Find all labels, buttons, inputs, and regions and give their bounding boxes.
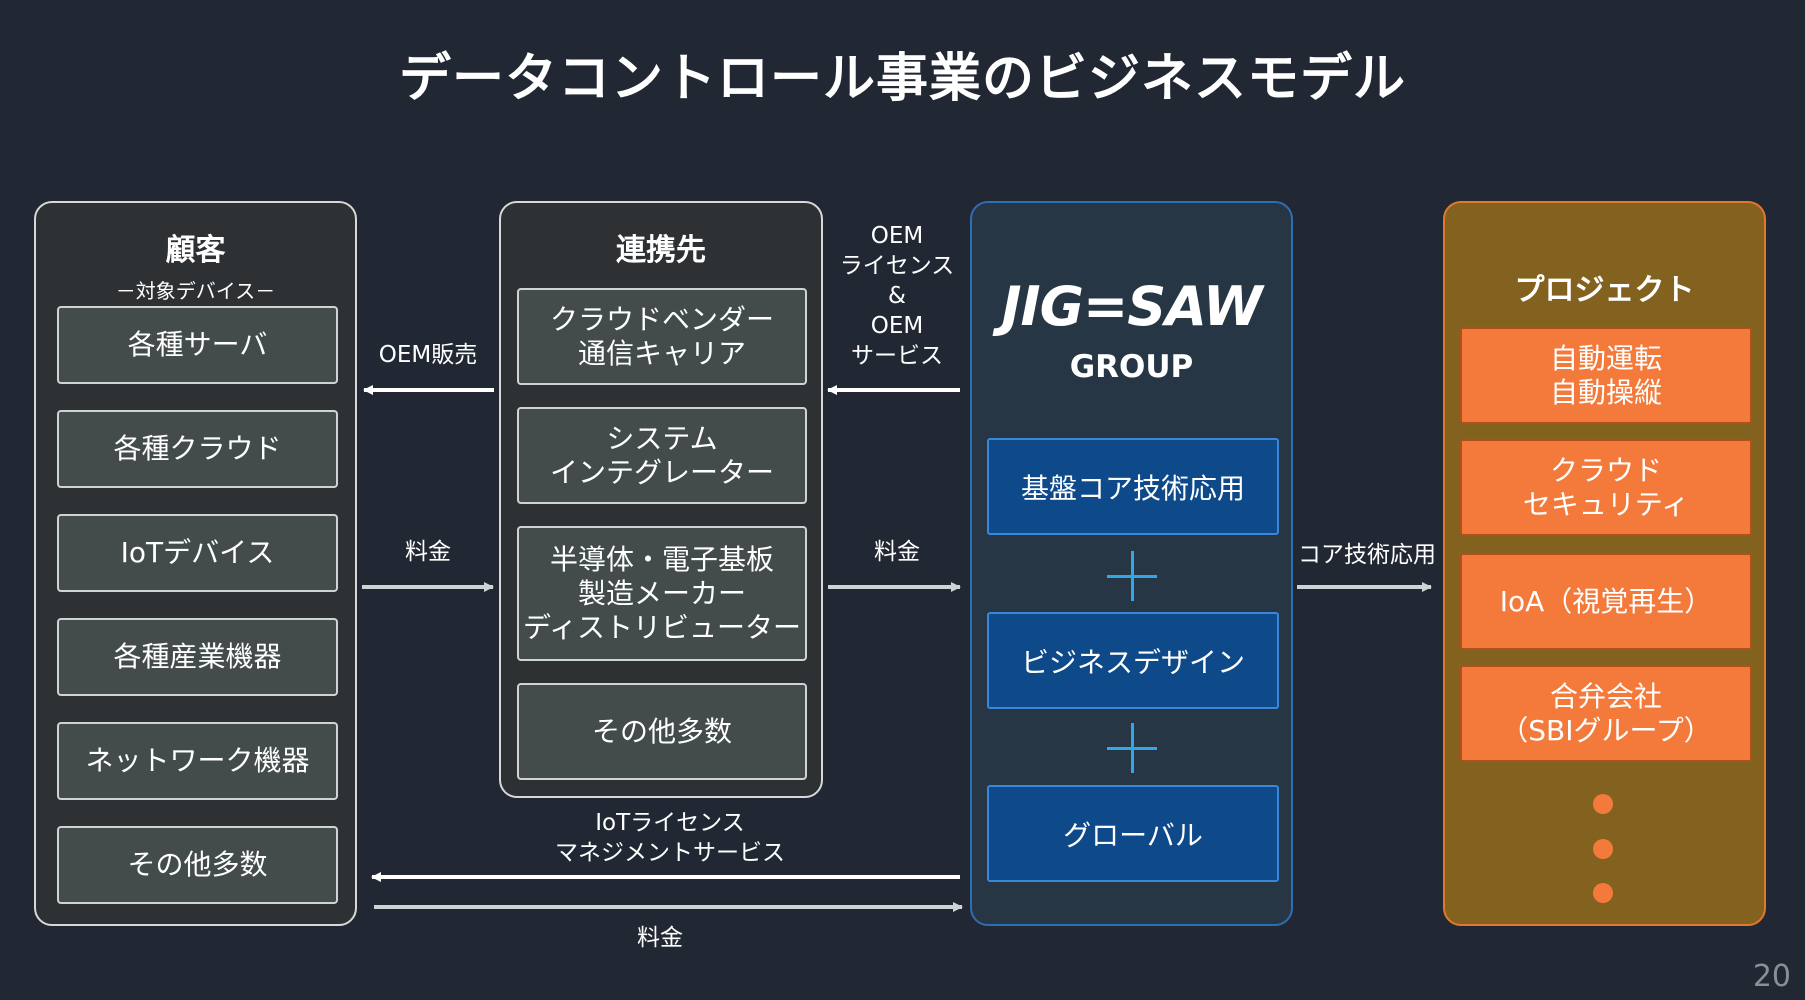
jigsaw-panel: JIG=SAW GROUP 基盤コア技術応用 ビジネスデザイン グローバル — [970, 201, 1293, 926]
customers-subheading: －対象デバイス－ — [115, 279, 276, 303]
plus-icon — [1107, 723, 1157, 773]
ellipsis-dot — [1593, 839, 1613, 859]
partner-item: システム インテグレーター — [517, 407, 807, 504]
partner-item: クラウドベンダー 通信キャリア — [517, 288, 807, 385]
customers-panel: 顧客 －対象デバイス－ 各種サーバ 各種クラウド IoTデバイス 各種産業機器 … — [34, 201, 357, 926]
projects-panel: プロジェクト 自動運転 自動操縦 クラウド セキュリティ IoA（視覚再生） 合… — [1443, 201, 1766, 926]
ellipsis-dot — [1593, 794, 1613, 814]
customer-item: 各種クラウド — [57, 410, 338, 488]
project-item: 合弁会社 （SBIグループ） — [1460, 665, 1752, 762]
partner-item: その他多数 — [517, 683, 807, 780]
iot-license-label: IoTライセンス マネジメントサービス — [555, 810, 785, 866]
jigsaw-item: 基盤コア技術応用 — [987, 438, 1279, 535]
jigsaw-item: ビジネスデザイン — [987, 612, 1279, 709]
customer-item: 各種産業機器 — [57, 618, 338, 696]
project-item: IoA（視覚再生） — [1460, 553, 1752, 650]
core-tech-label: コア技術応用 — [1298, 542, 1436, 568]
partners-panel: 連携先 クラウドベンダー 通信キャリア システム インテグレーター 半導体・電子… — [499, 201, 823, 798]
oem-sales-label: OEM販売 — [378, 342, 478, 368]
customer-item: 各種サーバ — [57, 306, 338, 384]
partner-item: 半導体・電子基板 製造メーカー ディストリビューター — [517, 526, 807, 661]
fee-label-2: 料金 — [874, 539, 920, 565]
customer-item: その他多数 — [57, 826, 338, 904]
page-number: 20 — [1752, 959, 1791, 994]
partners-heading: 連携先 — [616, 233, 706, 268]
customer-item: IoTデバイス — [57, 514, 338, 592]
project-item: クラウド セキュリティ — [1460, 439, 1752, 536]
customer-item: ネットワーク機器 — [57, 722, 338, 800]
plus-icon — [1107, 551, 1157, 601]
oem-license-label: OEM ライセンス & OEM サービス — [839, 223, 955, 369]
customers-heading: 顧客 — [165, 233, 226, 268]
ellipsis-dot — [1593, 883, 1613, 903]
fee-label-3: 料金 — [637, 925, 683, 951]
project-item: 自動運転 自動操縦 — [1460, 327, 1752, 424]
jigsaw-group-label: GROUP — [1069, 349, 1194, 385]
page-title: データコントロール事業のビジネスモデル — [398, 49, 1406, 109]
fee-label-1: 料金 — [405, 539, 451, 565]
jigsaw-logo: JIG=SAW — [1001, 275, 1262, 338]
projects-heading: プロジェクト — [1514, 273, 1695, 308]
jigsaw-item: グローバル — [987, 785, 1279, 882]
